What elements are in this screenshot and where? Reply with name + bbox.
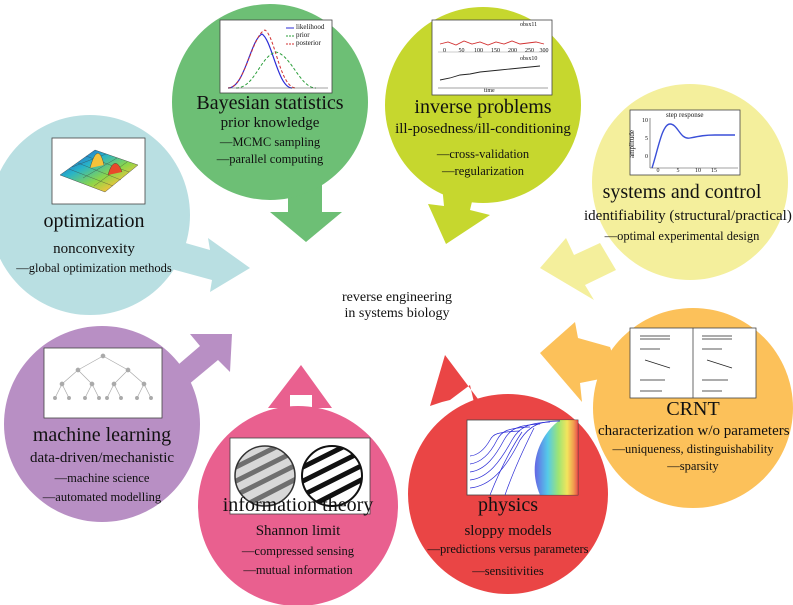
physics-text: physics sloppy models —predictions versu… [418, 494, 598, 578]
systems-thumbnail [629, 109, 741, 176]
info-node [198, 365, 398, 605]
systems-node [540, 84, 788, 300]
optim-node [0, 115, 250, 315]
optim-subtitle: nonconvexity [53, 241, 135, 257]
systems-text: systems and control identifiability (str… [584, 181, 792, 244]
bayes-thumbnail [219, 19, 333, 94]
center-label: reverse engineering in systems biology [322, 290, 472, 322]
optim-item-1: —global optimization methods [16, 261, 172, 276]
inverse-node [385, 7, 581, 244]
inverse-obs-1: obsx11 [520, 22, 538, 28]
crnt-node [540, 308, 793, 508]
crnt-arrow [540, 322, 620, 402]
physics-node [408, 355, 608, 594]
systems-xtick-1: 0 [656, 168, 660, 174]
systems-ytick-2: 5 [645, 136, 648, 142]
systems-xticks: 0 5 10 15 [648, 168, 720, 175]
crnt-subtitle: characterization w/o parameters [598, 423, 790, 439]
crnt-text: CRNT characterization w/o parameters —un… [598, 398, 790, 473]
physics-item-1: —predictions versus parameters [427, 542, 589, 557]
physics-subtitle: sloppy models [464, 523, 552, 539]
ml-thumbnail [43, 347, 163, 419]
inverse-text: inverse problems ill-posedness/ill-condi… [388, 96, 578, 178]
center-line2: in systems biology [344, 306, 450, 322]
ml-item-2: —automated modelling [42, 489, 162, 504]
bayes-item-2: —parallel computing [216, 151, 324, 166]
systems-title: systems and control [602, 181, 762, 203]
inverse-item-2: —regularization [442, 163, 524, 178]
systems-chart-title: step response [666, 111, 704, 119]
systems-ytick-1: 0 [645, 154, 648, 160]
inverse-tick-1: 0 [443, 48, 446, 54]
bayes-legend-2: prior [296, 31, 310, 40]
info-text: information theory Shannon limit —compre… [208, 494, 388, 577]
inverse-arrow [428, 185, 490, 244]
bayes-title: Bayesian statistics [196, 92, 344, 114]
physics-thumbnail [466, 419, 579, 496]
systems-arrow [540, 238, 616, 300]
bayes-legend-3: posterior [296, 39, 321, 48]
inverse-tick-7: 300 [539, 48, 549, 54]
info-thumbnail [229, 437, 371, 515]
systems-item-1: —optimal experimental design [604, 229, 760, 244]
ml-subtitle: data-driven/mechanistic [29, 450, 175, 466]
inverse-ticks: 0 50 100 150 200 250 300 [436, 48, 550, 55]
info-item-2: —mutual information [243, 562, 353, 577]
systems-subtitle: identifiability (structural/practical) [584, 208, 792, 224]
bayes-item-1: —MCMC sampling [219, 135, 321, 150]
optim-title: optimization [43, 210, 145, 232]
optim-arrow [168, 238, 250, 292]
inverse-title: inverse problems [414, 96, 552, 118]
bayes-text: Bayesian statistics prior knowledge —MCM… [180, 92, 360, 166]
bayes-legend-1: likelihood [296, 23, 325, 31]
inverse-time: time [484, 88, 495, 94]
inverse-thumbnail [431, 19, 553, 96]
inverse-tick-2: 50 [458, 48, 465, 54]
crnt-item-1: —uniqueness, distinguishability [612, 442, 774, 457]
crnt-item-2: —sparsity [667, 458, 719, 473]
systems-xtick-3: 10 [695, 168, 701, 174]
bayes-subtitle: prior knowledge [220, 115, 320, 131]
ml-title: machine learning [32, 424, 172, 446]
inverse-tick-3: 100 [474, 48, 483, 54]
ml-text: machine learning data-driven/mechanistic… [10, 424, 194, 504]
bayes-arrow [270, 185, 342, 242]
ml-item-1: —machine science [54, 471, 150, 486]
inverse-tick-6: 250 [525, 48, 534, 54]
inverse-tick-4: 150 [491, 48, 500, 54]
crnt-thumbnail [629, 327, 757, 399]
inverse-obs-2: obsx10 [520, 56, 538, 62]
ml-node [4, 326, 232, 522]
systems-xtick-2: 5 [676, 168, 680, 174]
physics-item-2: —sensitivities [472, 563, 544, 578]
info-item-1: —compressed sensing [241, 544, 355, 559]
physics-title: physics [478, 494, 538, 516]
optim-text: optimization nonconvexity —global optimi… [4, 210, 184, 276]
systems-ylabel: amplitude [627, 130, 636, 159]
info-arrow [268, 365, 332, 408]
optim-thumbnail [51, 137, 146, 205]
bayes-legend: likelihood prior posterior [296, 23, 324, 47]
info-subtitle: Shannon limit [255, 523, 341, 539]
info-title: information theory [222, 494, 374, 516]
center-line1: reverse engineering [342, 290, 452, 305]
crnt-title: CRNT [666, 398, 720, 420]
systems-yticks: 10 5 0 [642, 118, 648, 161]
systems-xtick-4: 15 [711, 168, 717, 174]
inverse-item-1: —cross-validation [436, 147, 530, 162]
systems-ytick-3: 10 [642, 118, 648, 124]
inverse-tick-5: 200 [508, 48, 517, 54]
bayes-node [172, 4, 368, 242]
inverse-subtitle: ill-posedness/ill-conditioning [395, 121, 571, 137]
ml-arrow [172, 334, 232, 385]
